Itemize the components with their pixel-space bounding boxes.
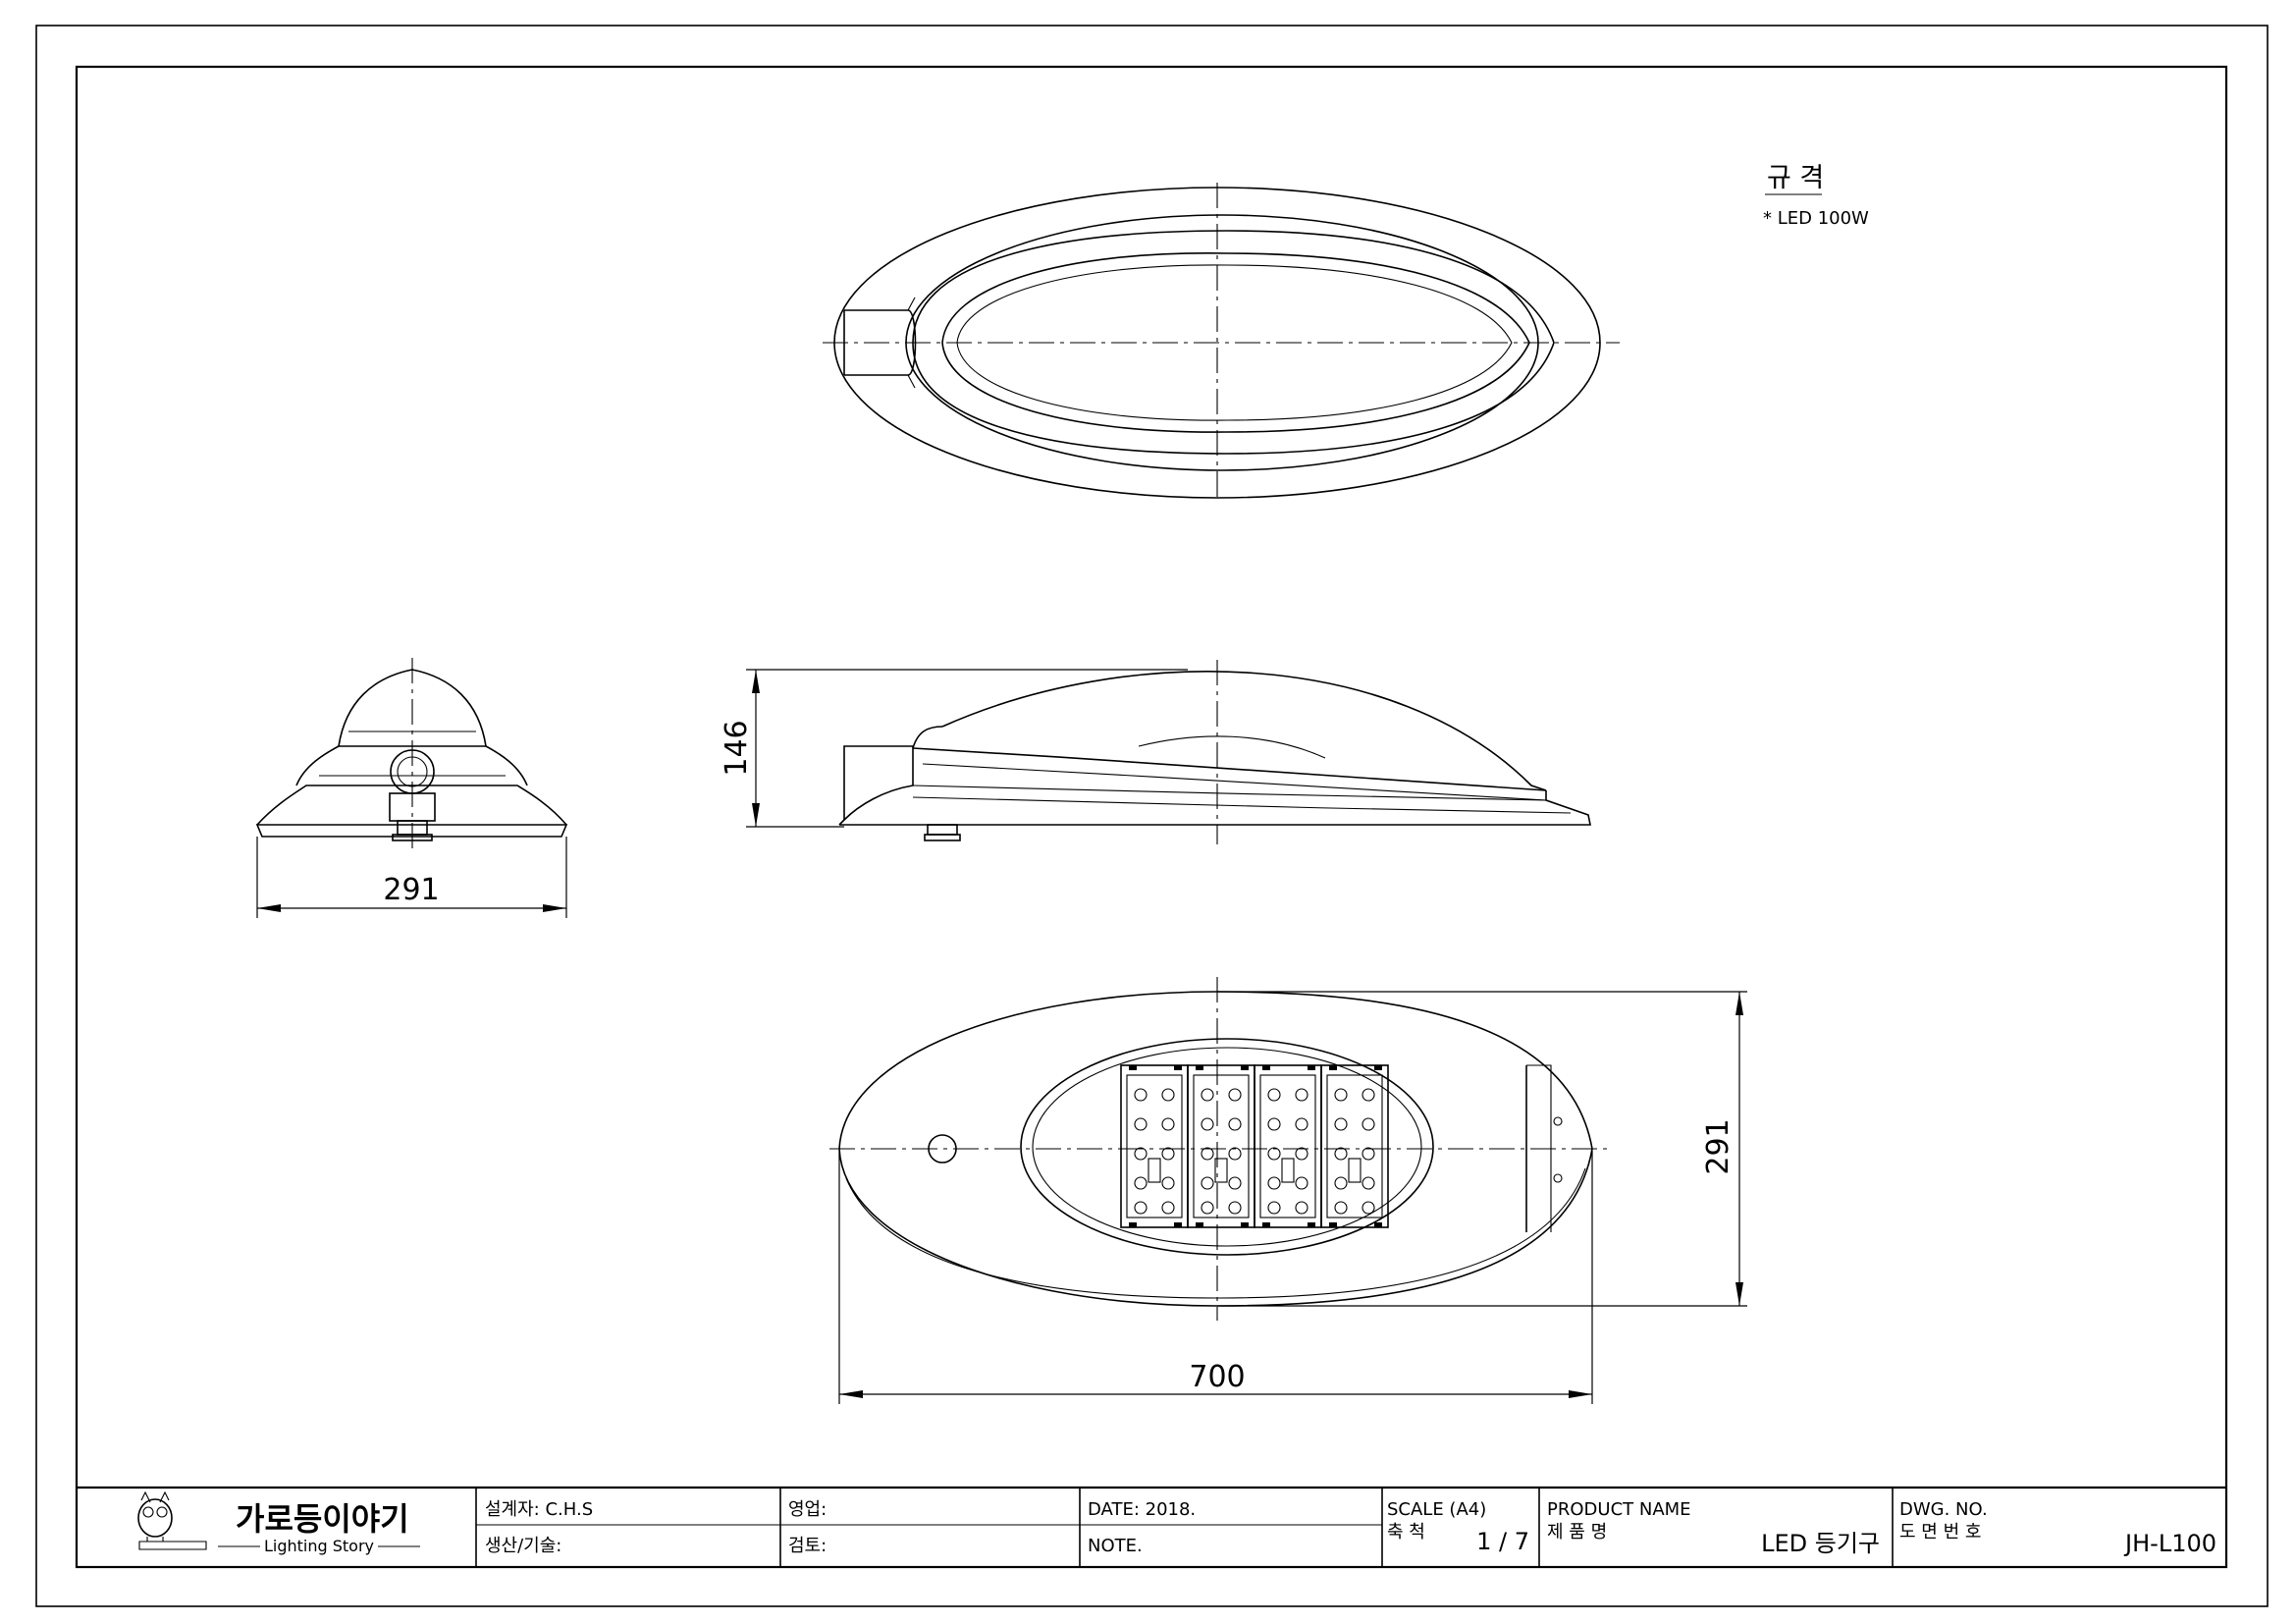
product-name-kor-label: 제 품 명 <box>1547 1522 1607 1543</box>
dim-side-width-label: 291 <box>383 873 439 907</box>
logo-subtitle: Lighting Story <box>264 1537 374 1555</box>
spec-item-led: * LED 100W <box>1763 208 1869 229</box>
title-block: 가로등이야기 Lighting Story 설계자: C.H.S 생산/기술: … <box>77 1486 2226 1567</box>
drawing-number-kor-label: 도 면 번 호 <box>1899 1522 1981 1543</box>
outer-border <box>35 25 2269 1607</box>
scale-value: 1 / 7 <box>1476 1528 1529 1555</box>
dim-bottom-width-label: 291 <box>1701 1118 1735 1174</box>
dimension-length: 700 <box>838 1151 1593 1404</box>
drawing-number-label: DWG. NO. <box>1899 1499 1988 1520</box>
scale-kor-label: 축 척 <box>1387 1522 1425 1543</box>
spec-heading: 규 격 <box>1767 163 1824 193</box>
top-view <box>823 183 1620 503</box>
end-view <box>255 658 568 854</box>
side-view <box>838 660 1591 844</box>
dim-height-label: 146 <box>720 720 754 776</box>
led-module-array <box>1120 1064 1389 1228</box>
logo-owl-icon <box>137 1490 207 1550</box>
bottom-view <box>829 977 1610 1321</box>
dim-length-label: 700 <box>1189 1360 1245 1394</box>
inner-border <box>75 65 2228 1569</box>
sales-field: 영업: <box>788 1499 827 1520</box>
dimension-bottom-width: 291 <box>1217 991 1747 1307</box>
product-name-value: LED 등기구 <box>1761 1530 1880 1557</box>
review-field: 검토: <box>788 1536 827 1556</box>
note-field: NOTE. <box>1088 1536 1143 1556</box>
designer-field: 설계자: C.H.S <box>485 1499 593 1520</box>
dimension-height: 146 <box>720 669 1188 828</box>
scale-label: SCALE (A4) <box>1387 1499 1486 1520</box>
date-field: DATE: 2018. <box>1088 1499 1196 1520</box>
production-field: 생산/기술: <box>485 1536 561 1556</box>
dimension-side-width: 291 <box>256 837 567 918</box>
drawing-number-value: JH-L100 <box>2123 1530 2216 1557</box>
logo-title: 가로등이야기 <box>236 1500 409 1538</box>
product-name-label: PRODUCT NAME <box>1547 1499 1691 1520</box>
